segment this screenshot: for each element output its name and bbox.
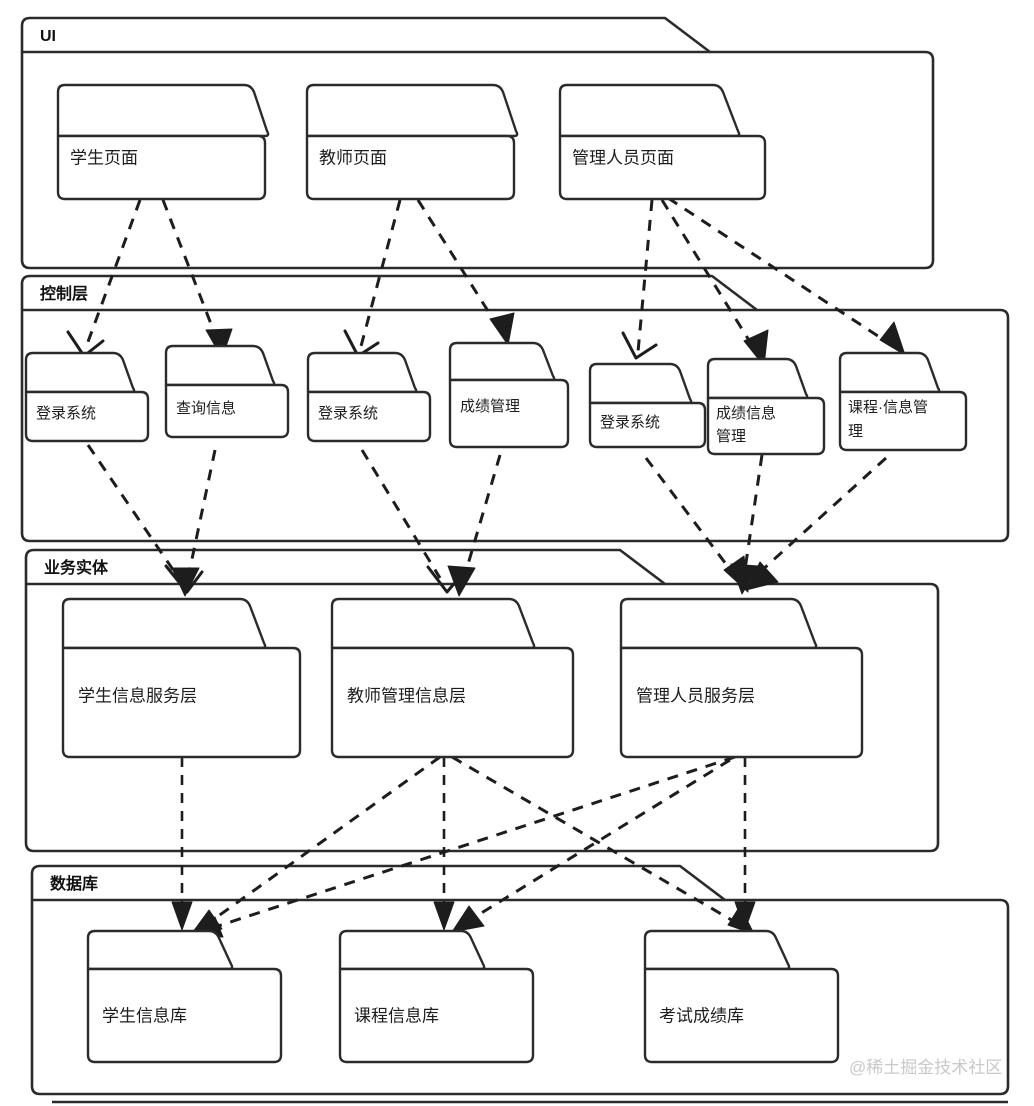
package-label-teacher-page: 教师页面 <box>319 148 387 167</box>
package-teacher-page[interactable]: 教师页面 <box>305 83 519 201</box>
package-label-query-info: 查询信息 <box>176 400 236 417</box>
package-query-info[interactable]: 查询信息 <box>164 344 290 439</box>
package-teacher-service[interactable]: 教师管理信息层 <box>330 597 575 759</box>
package-login-2[interactable]: 登录系统 <box>306 351 432 443</box>
layer-label-control: 控制层 <box>40 284 88 303</box>
package-label-login-2: 登录系统 <box>318 405 378 422</box>
package-label-admin-service: 管理人员服务层 <box>636 686 755 705</box>
package-label-admin-page: 管理人员页面 <box>572 148 674 167</box>
package-label-course-info-mgmt-line2: 理 <box>848 423 863 440</box>
package-label-login-3: 登录系统 <box>600 414 660 431</box>
dependency-arrows <box>66 196 906 938</box>
package-label-student-db: 学生信息库 <box>102 1006 187 1025</box>
package-label-grade-mgmt: 成绩管理 <box>460 398 520 415</box>
package-admin-service[interactable]: 管理人员服务层 <box>619 597 864 759</box>
layer-label-business: 业务实体 <box>44 558 109 577</box>
package-login-1[interactable]: 登录系统 <box>24 351 150 443</box>
package-label-grade-info-mgmt-line1: 成绩信息 <box>716 405 776 422</box>
layer-label-ui: UI <box>40 28 56 45</box>
package-student-db[interactable]: 学生信息库 <box>86 929 283 1064</box>
package-label-course-info-mgmt-line1: 课程·信息管 <box>848 399 928 416</box>
watermark-text: @稀土掘金技术社区 <box>849 1058 1002 1077</box>
package-label-exam-db: 考试成绩库 <box>659 1006 744 1025</box>
package-grade-info-mgmt[interactable]: 成绩信息 管理 <box>706 357 826 456</box>
package-course-db[interactable]: 课程信息库 <box>338 929 535 1064</box>
package-admin-page[interactable]: 管理人员页面 <box>558 83 767 201</box>
package-label-grade-info-mgmt-line2: 管理 <box>716 428 746 445</box>
package-student-page[interactable]: 学生页面 <box>56 83 270 201</box>
package-course-info-mgmt[interactable]: 课程·信息管 理 <box>838 351 968 452</box>
package-label-course-db: 课程信息库 <box>354 1006 439 1025</box>
package-label-teacher-service: 教师管理信息层 <box>347 686 466 705</box>
package-label-student-service: 学生信息服务层 <box>78 686 197 705</box>
package-label-login-1: 登录系统 <box>36 405 96 422</box>
package-exam-db[interactable]: 考试成绩库 <box>643 929 840 1064</box>
layer-label-database: 数据库 <box>50 874 98 893</box>
package-label-student-page: 学生页面 <box>70 148 138 167</box>
package-login-3[interactable]: 登录系统 <box>588 362 707 449</box>
package-student-service[interactable]: 学生信息服务层 <box>61 597 302 759</box>
package-grade-mgmt[interactable]: 成绩管理 <box>448 341 570 449</box>
